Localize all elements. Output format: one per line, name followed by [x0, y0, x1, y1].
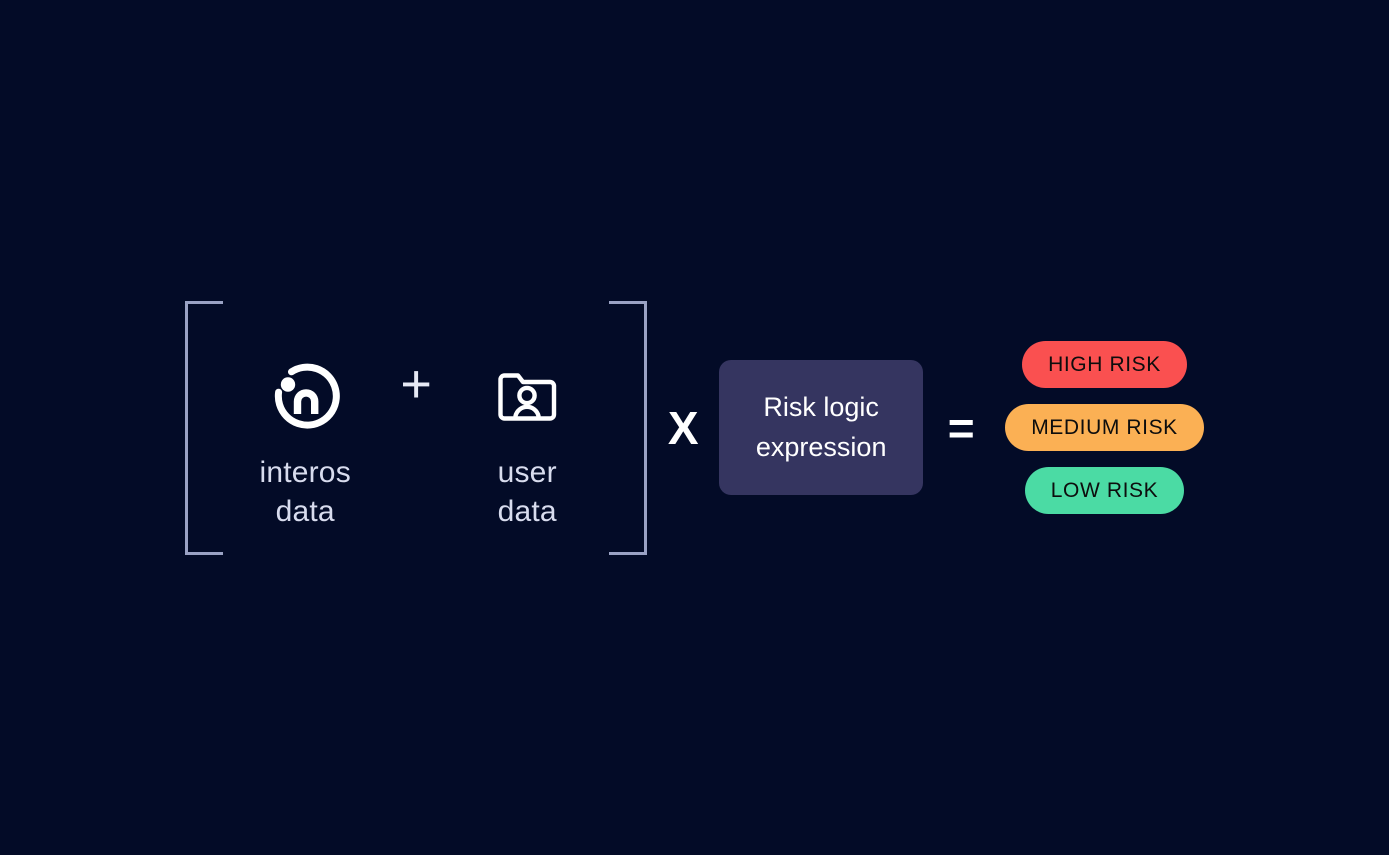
- bracket-left-icon: [185, 300, 224, 555]
- input-interos-data: interos data: [229, 357, 381, 533]
- input-label: interos data: [259, 455, 351, 529]
- user-folder-icon: [496, 357, 558, 437]
- bracket-right-icon: [609, 300, 648, 555]
- operator-multiply: X: [667, 401, 699, 454]
- data-inputs-group: interos data + user data: [185, 300, 648, 555]
- operator-equals: =: [947, 401, 975, 454]
- input-user-data: user data: [451, 357, 603, 533]
- status-badge-high-risk: HIGH RISK: [1022, 341, 1187, 388]
- input-label: user data: [497, 455, 557, 529]
- risk-logic-expression-box: Risk logic expression: [719, 360, 924, 495]
- status-badge-medium-risk: MEDIUM RISK: [1005, 404, 1204, 451]
- status-badge-low-risk: LOW RISK: [1024, 467, 1185, 514]
- formula-row: interos data + user data: [185, 300, 1204, 555]
- operator-plus: +: [400, 353, 432, 414]
- interos-logo-icon: [269, 357, 341, 437]
- risk-outcomes-list: HIGH RISK MEDIUM RISK LOW RISK: [1005, 341, 1204, 514]
